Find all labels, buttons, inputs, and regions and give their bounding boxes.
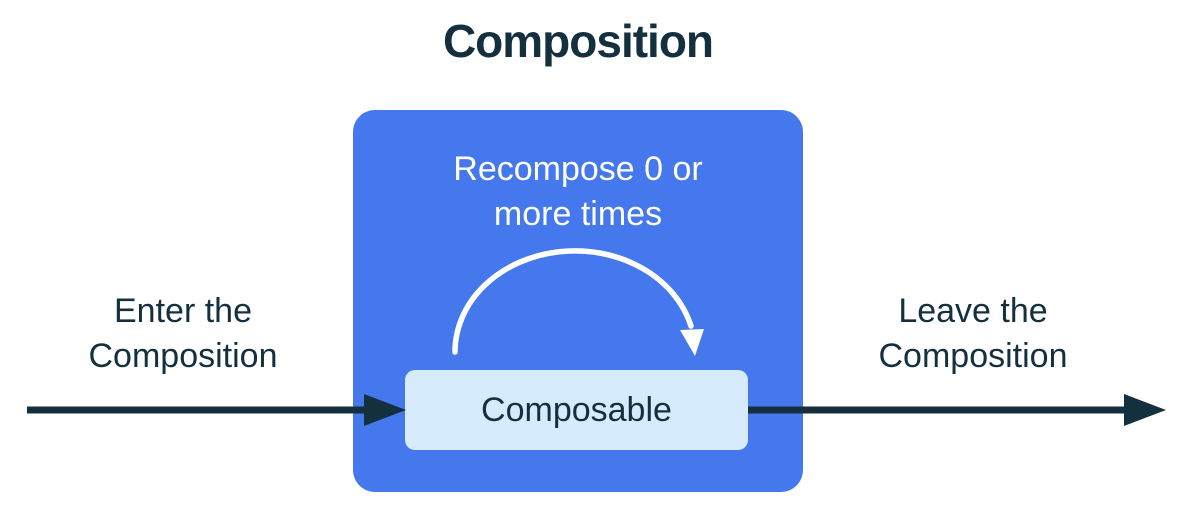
leave-label-line2: Composition <box>878 337 1068 375</box>
composable-box: Composable <box>405 370 748 450</box>
diagram-title: Composition <box>442 15 714 67</box>
recompose-label: Recompose 0 or more times <box>353 147 803 237</box>
leave-label-line1: Leave the <box>898 292 1048 330</box>
composable-label: Composable <box>481 390 672 429</box>
enter-arrow-icon <box>27 394 406 426</box>
recompose-label-line1: Recompose 0 or <box>453 150 703 188</box>
recompose-label-line2: more times <box>493 195 663 233</box>
leave-arrow-head <box>1124 394 1166 426</box>
enter-label-line2: Composition <box>88 337 278 375</box>
enter-composition-label: Enter the Composition <box>63 289 303 379</box>
enter-label-line1: Enter the <box>114 292 252 330</box>
leave-arrow-icon <box>748 394 1166 426</box>
leave-composition-label: Leave the Composition <box>853 289 1093 379</box>
